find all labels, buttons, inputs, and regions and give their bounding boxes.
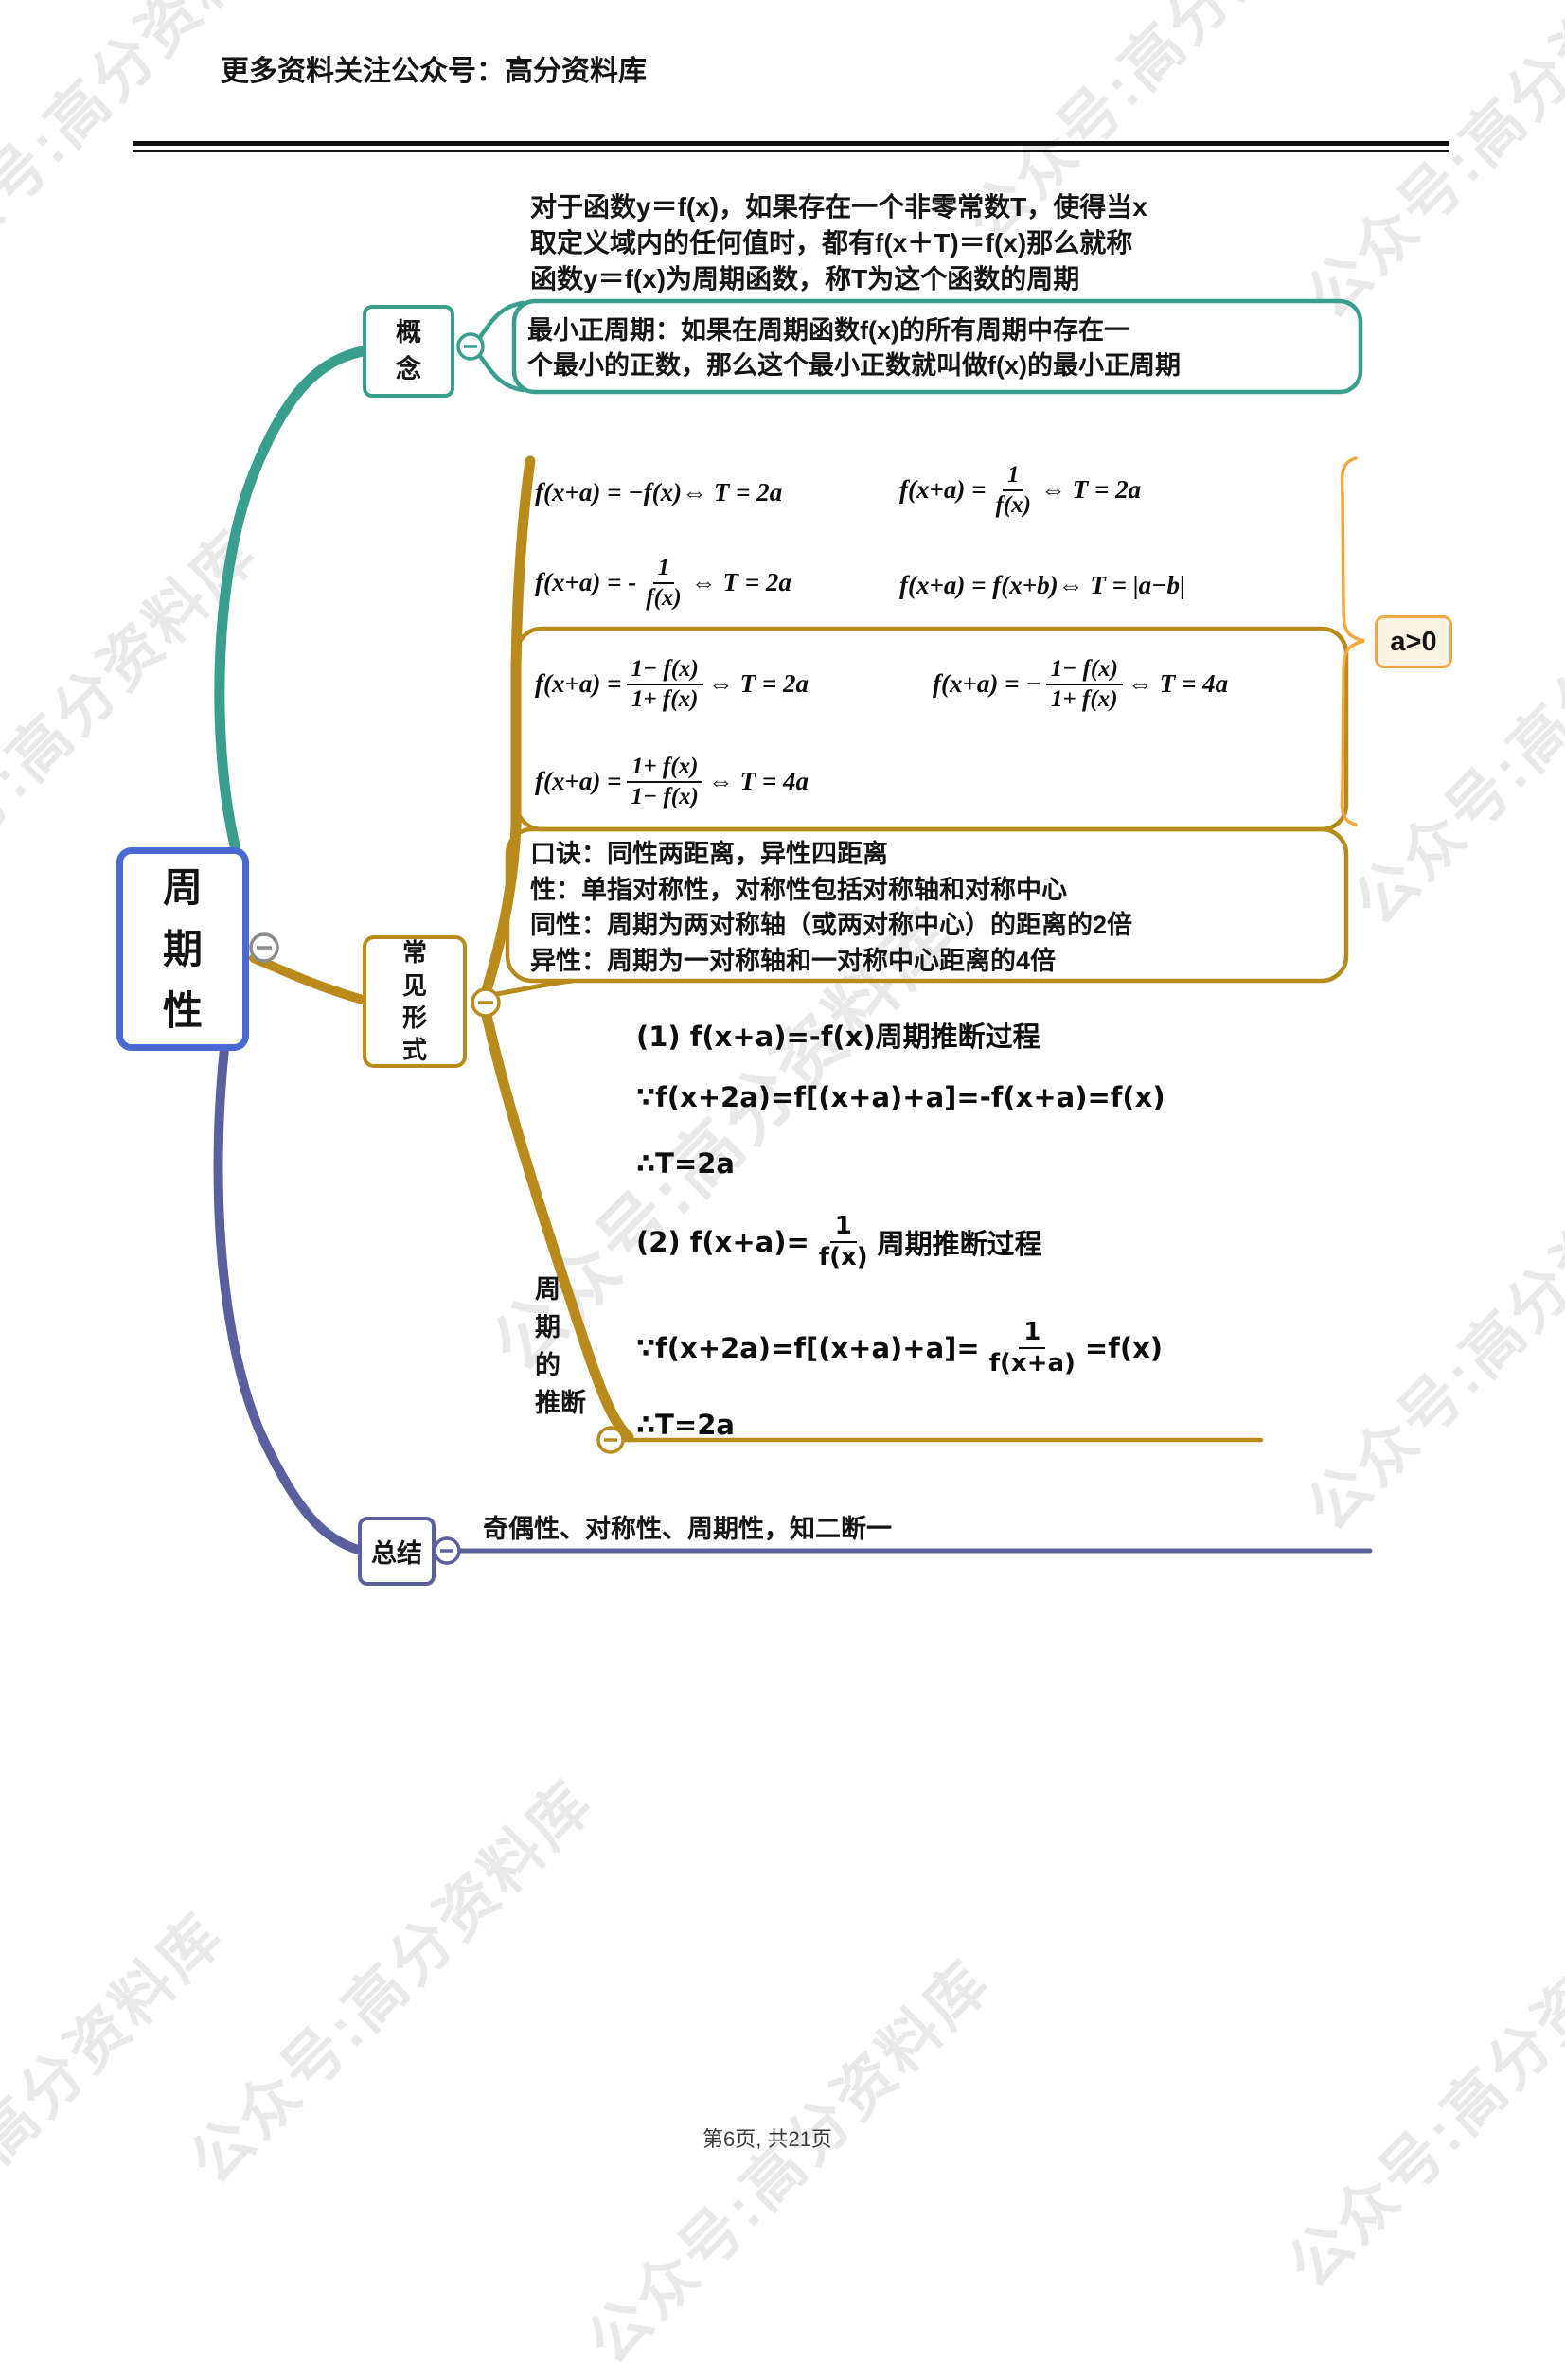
mnemonic-line: 同性：周期为两对称轴（或两对称中心）的距离的2倍	[530, 911, 1133, 939]
min-period-box-border	[511, 298, 1363, 395]
fraction-numerator: 1− f(x)	[1045, 655, 1123, 685]
derivation-2-title-pre: (2) f(x+a)=	[636, 1225, 809, 1258]
derivation-1-result-text: ∴T=2a	[636, 1147, 736, 1180]
fraction-numerator: 1− f(x)	[626, 655, 703, 685]
derivation-2-proof: ∵f(x+2a)=f[(x+a)+a]= 1 f(x+a) =f(x)	[636, 1318, 1163, 1377]
derivation-1-title: (1) f(x+a)=-f(x)周期推断过程	[636, 1015, 1040, 1055]
formula-f6-rhs: ⇔ T = 4a	[1127, 669, 1229, 698]
node-common-forms[interactable]: 常 见 形 式	[363, 935, 467, 1068]
fraction-numerator: 1	[1019, 1318, 1046, 1349]
min-period-line: 最小正周期：如果在周期函数f(x)的所有周期中存在一	[527, 316, 1129, 345]
inference-collapse-toggle[interactable]	[596, 1426, 625, 1454]
mnemonic-text: 口诀：同性两距离，异性四距离 性：单指对称性，对称性包括对称轴和对称中心 同性：…	[530, 837, 1132, 979]
formula-f7-fraction: 1+ f(x) 1− f(x)	[626, 753, 703, 810]
formula-f2-fraction: 1 f(x)	[991, 461, 1036, 519]
mnemonic-line: 异性：周期为一对称轴和一对称中心距离的4倍	[530, 946, 1057, 975]
derivation-2-title-post: 周期推断过程	[877, 1227, 1042, 1260]
formula-f3-lhs: f(x+a) = -	[535, 568, 637, 596]
formula-f1: f(x+a) = −f(x) ⇔ T = 2a	[535, 478, 782, 507]
formula-f2: f(x+a) = 1 f(x) ⇔ T = 2a	[899, 461, 1141, 519]
mindmap-links-layer	[213, 298, 1373, 1565]
header-promo-text: 更多资料关注公众号：高分资料库	[221, 56, 647, 87]
derivation-2-title-fraction: 1 f(x)	[814, 1212, 873, 1271]
min-period-text: 最小正周期：如果在周期函数f(x)的所有周期中存在一 个最小的正数，那么这个最小…	[527, 313, 1181, 383]
node-concept[interactable]: 概 念	[363, 305, 454, 398]
branch-concept	[214, 346, 368, 851]
header-rule-thick	[133, 141, 1449, 146]
formula-f3-rhs: ⇔ T = 2a	[690, 568, 791, 596]
inference-node-label[interactable]: 周 期 的 推断	[535, 1275, 586, 1417]
derivation-2-proof-post: =f(x)	[1084, 1331, 1164, 1364]
definition-line: 对于函数y＝f(x)，如果存在一个非零常数T，使得当x	[530, 192, 1147, 222]
branch-concept-upper	[475, 300, 525, 343]
formula-f6-lhs: f(x+a) = −	[933, 669, 1041, 698]
derivation-2-result: ∴T=2a	[636, 1409, 735, 1441]
formula-f5-fraction: 1− f(x) 1+ f(x)	[626, 655, 703, 713]
formula-f5-rhs: ⇔ T = 2a	[707, 669, 809, 698]
formula-f4-rhs: ⇔ T = |a−b|	[1058, 571, 1185, 599]
formula-f3-fraction: 1 f(x)	[641, 554, 685, 612]
common-forms-collapse-toggle[interactable]	[471, 987, 501, 1018]
root-collapse-toggle[interactable]	[249, 932, 279, 963]
formula-f2-rhs: ⇔ T = 2a	[1040, 475, 1142, 504]
page-number: 第6页, 共21页	[702, 2127, 832, 2151]
fraction-numerator: 1	[1002, 461, 1024, 491]
a-greater-zero-note[interactable]: a>0	[1375, 615, 1452, 668]
fraction-denominator: f(x)	[646, 584, 682, 611]
root-node-periodicity[interactable]: 周 期 性	[116, 847, 249, 1051]
mnemonic-line: 口诀：同性两距离，异性四距离	[530, 840, 888, 868]
derivation-1-title-text: (1) f(x+a)=-f(x)周期推断过程	[636, 1021, 1040, 1053]
mnemonic-line: 性：单指对称性，对称性包括对称轴和对称中心	[530, 875, 1067, 904]
branch-inference	[481, 1009, 634, 1443]
formula-f5: f(x+a) = 1− f(x) 1+ f(x) ⇔ T = 2a	[535, 655, 809, 713]
derivation-2-proof-pre: ∵f(x+2a)=f[(x+a)+a]=	[636, 1331, 980, 1364]
concept-collapse-toggle[interactable]	[456, 332, 485, 361]
formula-f2-lhs: f(x+a) =	[899, 475, 987, 504]
branch-common-forms	[249, 953, 367, 1004]
derivation-2-title: (2) f(x+a)= 1 f(x) 周期推断过程	[636, 1212, 1042, 1271]
fraction-denominator: f(x+a)	[988, 1348, 1076, 1377]
header-rule-thin	[133, 150, 1449, 152]
formula-f4: f(x+a) = f(x+b) ⇔ T = |a−b|	[899, 571, 1185, 600]
branch-concept-lower	[475, 350, 525, 393]
fraction-denominator: 1+ f(x)	[631, 685, 699, 712]
formula-f6-fraction: 1− f(x) 1+ f(x)	[1045, 655, 1123, 713]
summary-content: 奇偶性、对称性、周期性，知二断一	[483, 1515, 892, 1543]
fraction-denominator: 1+ f(x)	[1051, 685, 1118, 712]
formula-f7-rhs: ⇔ T = 4a	[707, 767, 809, 795]
derivation-2-result-text: ∴T=2a	[636, 1409, 736, 1441]
fraction-denominator: f(x)	[995, 491, 1031, 518]
branch-summary	[213, 1044, 363, 1554]
formula-f4-lhs: f(x+a) = f(x+b)	[899, 571, 1058, 599]
node-summary[interactable]: 总结	[358, 1517, 436, 1586]
fraction-numerator: 1	[829, 1212, 857, 1243]
formula-f6: f(x+a) = − 1− f(x) 1+ f(x) ⇔ T = 4a	[933, 655, 1228, 713]
formula-f3: f(x+a) = - 1 f(x) ⇔ T = 2a	[535, 554, 791, 612]
concept-definition-text: 对于函数y＝f(x)，如果存在一个非零常数T，使得当x 取定义域内的任何值时，都…	[530, 189, 1147, 297]
fraction-numerator: 1	[652, 554, 675, 584]
formulas-group-brace	[1340, 456, 1365, 826]
formula-f7: f(x+a) = 1+ f(x) 1− f(x) ⇔ T = 4a	[535, 753, 809, 810]
fraction-denominator: f(x)	[818, 1242, 868, 1271]
formula-f5-lhs: f(x+a) =	[535, 669, 622, 698]
formula-f1-lhs: f(x+a) = −f(x)	[535, 478, 683, 506]
formula-f1-rhs: ⇔ T = 2a	[682, 478, 783, 506]
fraction-denominator: 1− f(x)	[631, 783, 699, 809]
derivation-2-proof-fraction: 1 f(x+a)	[985, 1318, 1080, 1377]
formula-f7-lhs: f(x+a) =	[535, 767, 622, 795]
min-period-line: 个最小的正数，那么这个最小正数就叫做f(x)的最小正周期	[527, 351, 1181, 380]
derivation-1-proof: ∵f(x+2a)=f[(x+a)+a]=-f(x+a)=f(x)	[636, 1081, 1165, 1113]
branch-mnemonic-connector	[493, 978, 575, 997]
derivation-1-result: ∴T=2a	[636, 1147, 735, 1180]
derivation-1-proof-text: ∵f(x+2a)=f[(x+a)+a]=-f(x+a)=f(x)	[636, 1081, 1165, 1113]
fraction-numerator: 1+ f(x)	[626, 753, 703, 783]
mnemonic-box-border	[505, 826, 1349, 984]
definition-line: 函数y＝f(x)为周期函数，称T为这个函数的周期	[530, 264, 1080, 293]
summary-collapse-toggle[interactable]	[433, 1536, 461, 1565]
definition-line: 取定义域内的任何值时，都有f(x＋T)＝f(x)那么就称	[530, 228, 1133, 258]
